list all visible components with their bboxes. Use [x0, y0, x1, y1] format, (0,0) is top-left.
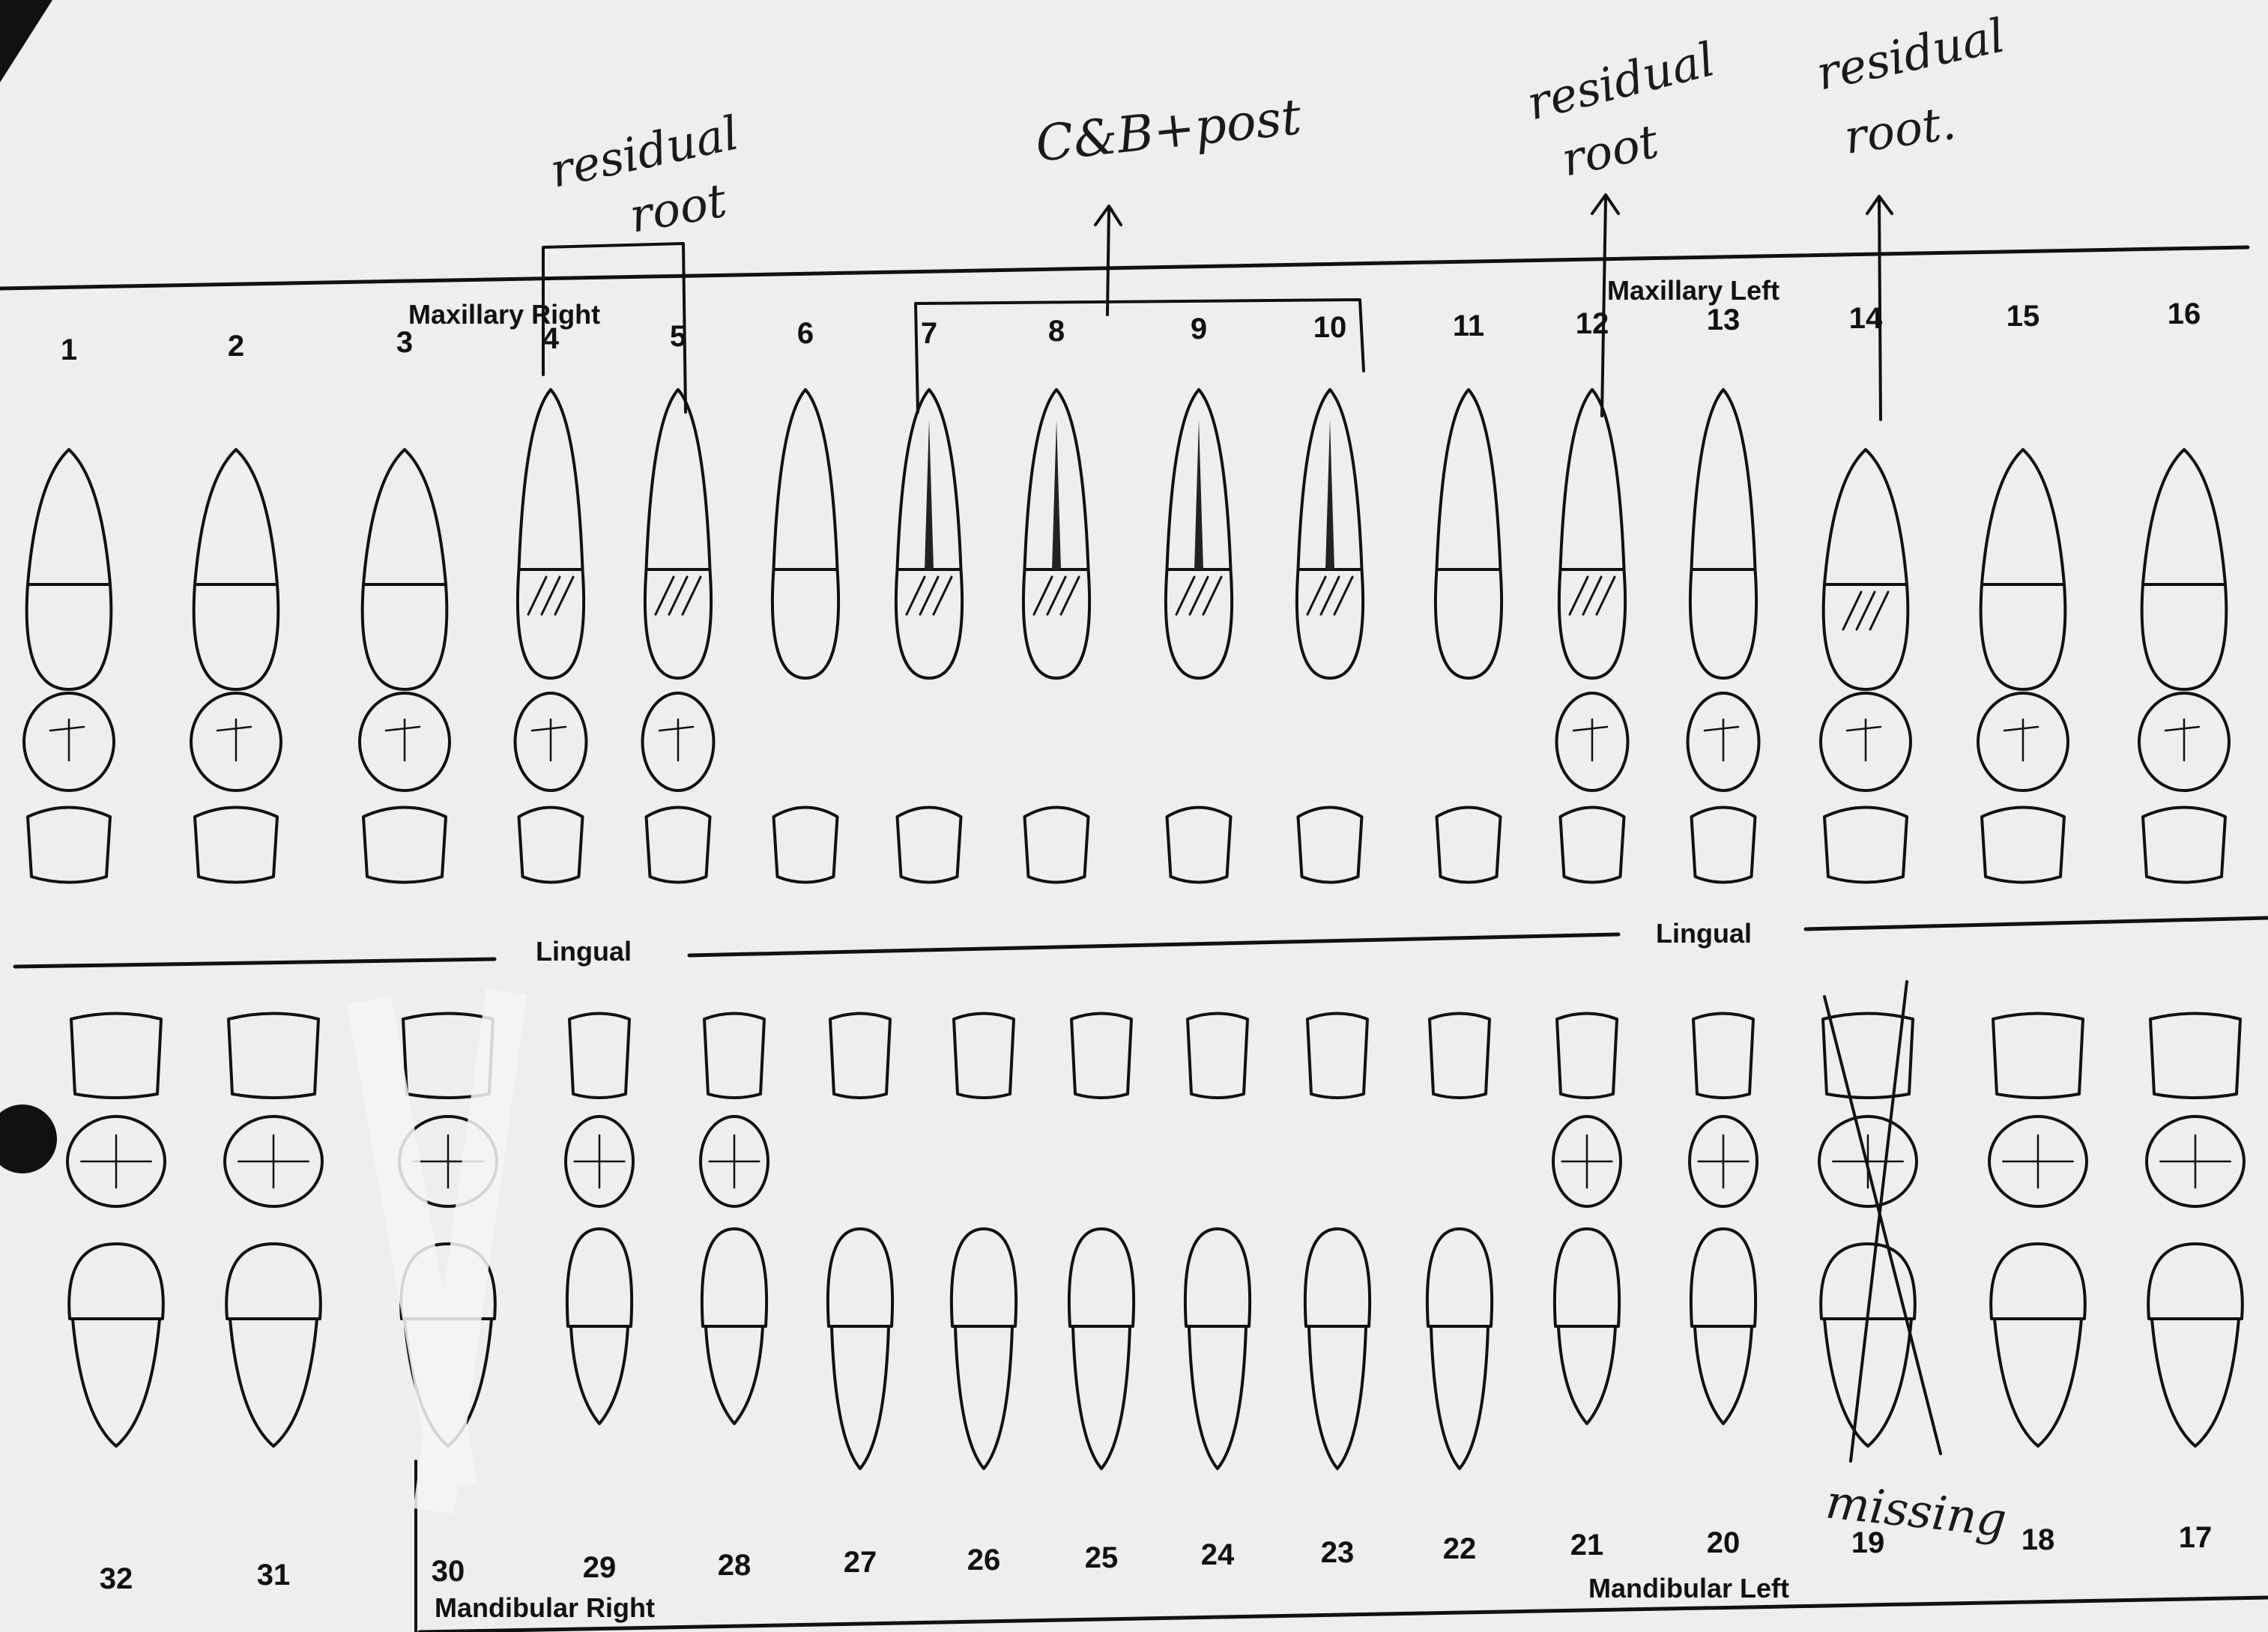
tooth-number-30: 30: [432, 1555, 465, 1588]
upper-tooth-3: [360, 450, 450, 883]
lower-tooth-28: [701, 1014, 768, 1424]
tooth-number-4: 4: [542, 322, 560, 355]
upper-tooth-15: [1978, 450, 2068, 883]
lower-tooth-19: [1819, 1014, 1917, 1447]
tooth-number-1: 1: [61, 333, 77, 366]
upper-tooth-13: [1688, 390, 1759, 883]
tooth-number-16: 16: [2168, 297, 2201, 330]
mandibular-left-label: Mandibular Left: [1588, 1573, 1789, 1604]
lower-tooth-31: [225, 1014, 322, 1447]
upper-tooth-12: [1557, 390, 1628, 883]
lingual-rule-left: [15, 959, 495, 967]
annotation-crown-bridge-post: C&B+post: [916, 88, 1364, 412]
tooth-number-32: 32: [100, 1562, 133, 1595]
annotation-residual-root-12: residual root: [1522, 31, 1720, 416]
upper-tooth-5: [643, 390, 714, 883]
lower-tooth-29: [566, 1014, 633, 1424]
scan-corner-shadow: [0, 0, 52, 82]
tooth-number-14: 14: [1849, 302, 1883, 335]
lower-tooth-25: [1069, 1014, 1134, 1469]
tooth-number-15: 15: [2007, 300, 2040, 333]
hole-punch: [0, 1104, 57, 1173]
annotation-missing-19: missing: [1823, 982, 2009, 1547]
tooth-number-11: 11: [1453, 309, 1484, 342]
tooth-number-3: 3: [396, 326, 413, 359]
lower-tooth-32: [67, 1014, 165, 1447]
tooth-number-18: 18: [2021, 1523, 2055, 1556]
tooth-number-10: 10: [1313, 311, 1347, 344]
lingual-rule-mid: [689, 934, 1618, 955]
upper-tooth-8: [1023, 390, 1089, 883]
svg-text:root.: root.: [1841, 95, 1959, 165]
lower-tooth-24: [1185, 1014, 1250, 1469]
upper-tooth-9: [1166, 390, 1232, 883]
tooth-number-31: 31: [257, 1559, 291, 1592]
tooth-number-23: 23: [1321, 1536, 1355, 1569]
svg-text:root: root: [1557, 113, 1663, 187]
lower-tooth-23: [1305, 1014, 1370, 1469]
tooth-number-8: 8: [1048, 315, 1065, 348]
maxillary-right-label: Maxillary Right: [408, 299, 600, 330]
upper-tooth-6: [772, 390, 838, 883]
tooth-number-13: 13: [1707, 303, 1741, 336]
tooth-number-6: 6: [797, 317, 814, 350]
bottom-rule: [420, 1598, 2268, 1632]
upper-tooth-4: [515, 390, 587, 883]
tooth-number-7: 7: [921, 317, 937, 350]
lower-tooth-22: [1427, 1014, 1492, 1469]
svg-text:C&B+post: C&B+post: [1033, 88, 1304, 173]
tooth-number-24: 24: [1201, 1538, 1235, 1571]
upper-tooth-7: [896, 390, 962, 883]
lower-tooth-17: [2147, 1014, 2244, 1447]
correction-tape-30: [347, 989, 527, 1514]
top-rule: [0, 247, 2248, 288]
tooth-number-21: 21: [1570, 1529, 1604, 1562]
upper-tooth-2: [191, 450, 281, 883]
tooth-number-22: 22: [1443, 1532, 1477, 1565]
tooth-number-28: 28: [718, 1549, 752, 1582]
maxillary-teeth: [24, 390, 2229, 883]
tooth-number-9: 9: [1191, 312, 1207, 345]
lingual-rule-right: [1806, 918, 2268, 929]
lower-tooth-27: [828, 1014, 892, 1469]
upper-tooth-16: [2139, 450, 2229, 883]
maxillary-left-label: Maxillary Left: [1607, 275, 1779, 306]
lower-tooth-18: [1989, 1014, 2087, 1447]
svg-text:residual: residual: [1812, 7, 2010, 100]
tooth-number-27: 27: [844, 1546, 877, 1579]
lower-tooth-20: [1690, 1014, 1757, 1424]
upper-tooth-11: [1436, 390, 1502, 883]
svg-text:residual: residual: [1522, 31, 1720, 130]
annotation-residual-root-14: residual root.: [1812, 7, 2010, 420]
lower-tooth-21: [1553, 1014, 1621, 1424]
upper-tooth-14: [1821, 450, 1911, 883]
annotation-residual-root-4-5: residual root: [543, 105, 743, 412]
tooth-number-25: 25: [1085, 1541, 1119, 1574]
lingual-label-left: Lingual: [536, 936, 632, 967]
tooth-number-17: 17: [2179, 1521, 2213, 1554]
mandibular-right-label: Mandibular Right: [435, 1592, 655, 1623]
tooth-number-29: 29: [583, 1551, 617, 1584]
svg-text:root: root: [626, 172, 731, 243]
tooth-number-20: 20: [1707, 1526, 1741, 1559]
upper-tooth-1: [24, 450, 114, 883]
lower-tooth-26: [952, 1014, 1016, 1469]
lingual-label-right: Lingual: [1656, 918, 1752, 949]
upper-tooth-10: [1297, 390, 1363, 883]
tooth-number-26: 26: [967, 1544, 1001, 1577]
tooth-number-2: 2: [228, 330, 244, 363]
